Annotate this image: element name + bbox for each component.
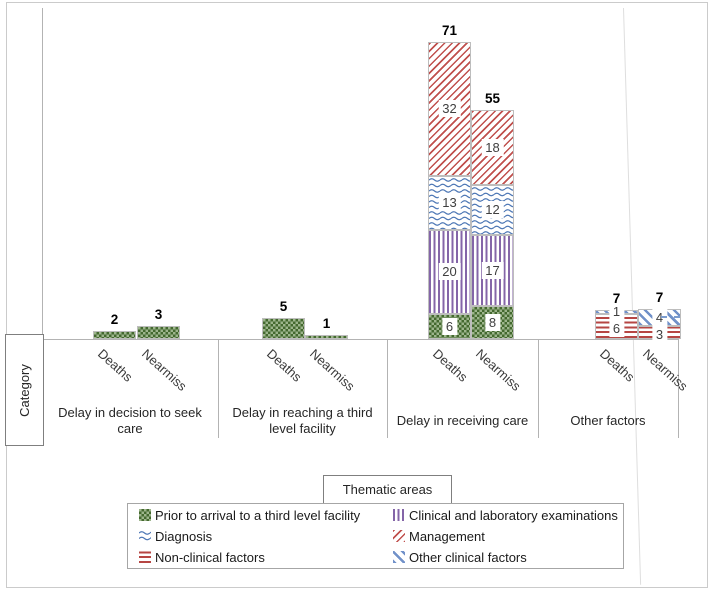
segment-value-label: 18 [481, 139, 504, 156]
tick-label-deaths: Deaths [263, 346, 305, 385]
legend-swatch-blue-waves-icon [139, 530, 151, 542]
tick-label-deaths: Deaths [94, 346, 136, 385]
legend-label: Clinical and laboratory examinations [409, 507, 618, 523]
segment-value-label: 32 [438, 100, 461, 117]
category-axis-title-box: Category [5, 334, 44, 446]
tick-label-nearmiss: Nearmiss [138, 346, 190, 394]
segment-value-label: 8 [484, 314, 501, 331]
legend-item: Management [393, 527, 623, 545]
tick-label-nearmiss: Nearmiss [306, 346, 358, 394]
segment-value-label: 20 [438, 263, 461, 280]
bar-total-label: 7 [612, 291, 621, 306]
x-axis-baseline [42, 339, 678, 340]
legend-item: Diagnosis [139, 527, 393, 545]
tick-label-nearmiss: Nearmiss [639, 346, 691, 394]
legend-item: Non-clinical factors [139, 548, 393, 566]
category-divider-2 [387, 339, 388, 438]
category-divider-1 [218, 339, 219, 438]
bar-total-label: 71 [441, 23, 458, 38]
legend-item: Prior to arrival to a third level facili… [139, 506, 393, 524]
segment-value-label: 4 [651, 309, 668, 326]
category-group-label: Other factors [570, 412, 646, 428]
category-axis-title: Category [17, 363, 32, 417]
wave-pattern [139, 530, 151, 542]
bar-total-label: 7 [655, 290, 664, 305]
bar-total-label: 3 [154, 307, 163, 322]
legend-swatch-blue-diagonal-down-stripes-icon [393, 551, 405, 563]
bar-segment-prior [137, 326, 180, 339]
bar-total-label: 55 [484, 91, 501, 106]
category-group-label: Delay in receiving care [396, 412, 529, 428]
tick-label-deaths: Deaths [429, 346, 471, 385]
bar-segment-prior [305, 335, 348, 339]
category-divider-3 [538, 339, 539, 438]
legend-swatch-purple-vertical-stripes-icon [393, 509, 405, 521]
category-group-label: Delay in reaching a third level facility [232, 404, 373, 436]
figure-border [6, 2, 708, 588]
legend-label: Other clinical factors [409, 549, 527, 565]
segment-value-label: 6 [441, 318, 458, 335]
legend-item: Other clinical factors [393, 548, 623, 566]
segment-value-label: 6 [608, 320, 625, 337]
bar-total-label: 2 [110, 312, 119, 327]
segment-value-label: 12 [481, 201, 504, 218]
segment-value-label: 13 [438, 194, 461, 211]
legend-label: Non-clinical factors [155, 549, 265, 565]
segment-value-label: 17 [481, 262, 504, 279]
y-axis-line [42, 8, 43, 339]
bar-segment-management [471, 110, 514, 185]
legend-swatch-red-horizontal-stripes-icon [139, 551, 151, 563]
legend-label: Management [409, 528, 485, 544]
legend-swatch-green-checkerboard-icon [139, 509, 151, 521]
segment-value-label: 1 [608, 303, 625, 320]
legend-item: Clinical and laboratory examinations [393, 506, 623, 524]
label-leader-dash [661, 316, 680, 318]
bar-segment-clinical [471, 235, 514, 306]
segment-value-label: 3 [651, 326, 668, 343]
legend-label: Diagnosis [155, 528, 213, 544]
category-divider-4 [678, 339, 679, 438]
bar-segment-prior [262, 318, 305, 339]
x-axis-title-box: Thematic areas [323, 475, 452, 504]
bar-total-label: 5 [279, 299, 288, 314]
tick-label-deaths: Deaths [596, 346, 638, 385]
tick-label-nearmiss: Nearmiss [472, 346, 524, 394]
bar-total-label: 1 [322, 316, 331, 331]
legend-label: Prior to arrival to a third level facili… [155, 507, 361, 523]
legend: Prior to arrival to a third level facili… [127, 503, 624, 569]
bar-segment-prior [93, 331, 136, 339]
legend-swatch-red-diagonal-up-stripes-icon [393, 530, 405, 542]
category-group-label: Delay in decision to seek care [58, 404, 202, 436]
x-axis-title: Thematic areas [342, 482, 433, 497]
